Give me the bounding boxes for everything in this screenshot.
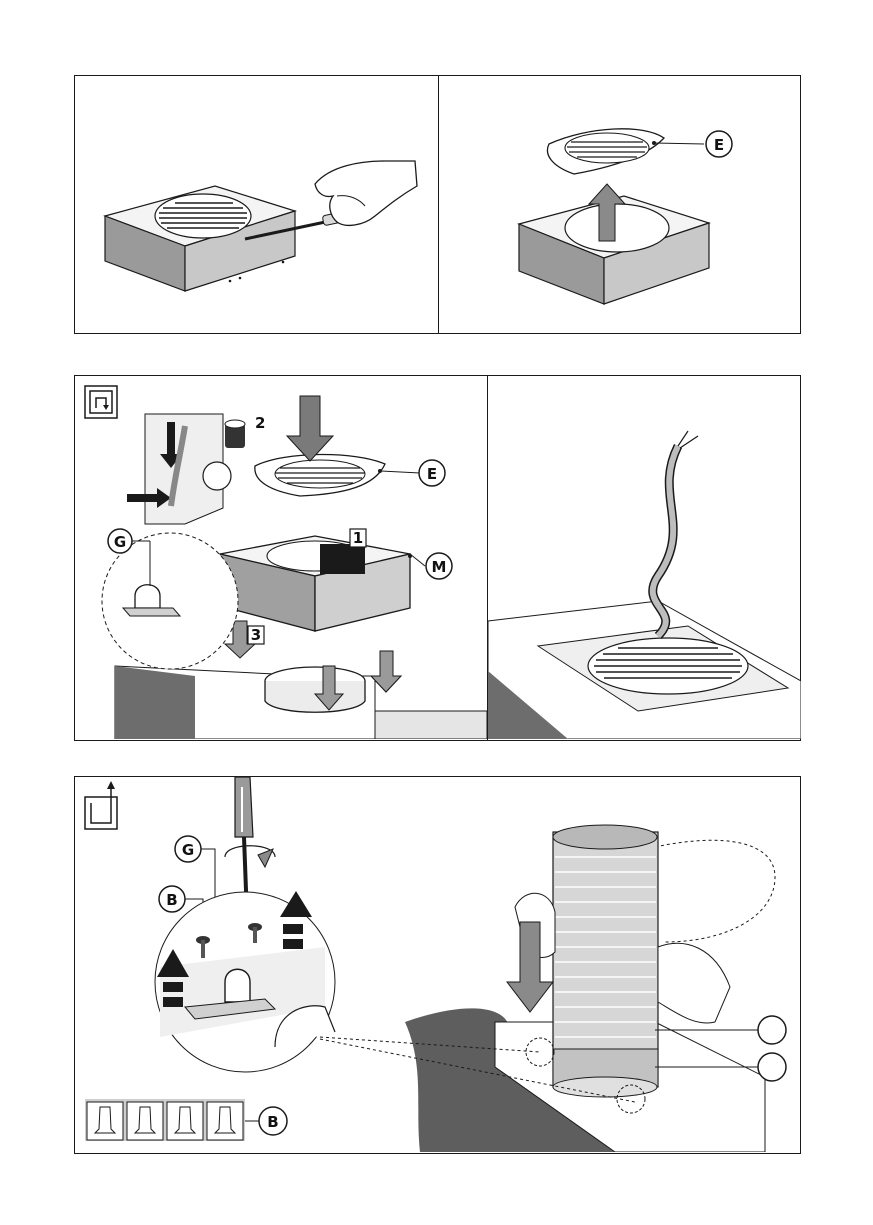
callout-b-kit-label: B xyxy=(267,1113,278,1131)
box-m xyxy=(220,536,425,631)
illustration-lift-grille: E xyxy=(439,76,802,332)
exhaust-mode-icon xyxy=(85,781,117,829)
step-3-label: 3 xyxy=(251,626,261,644)
illustration-mount-grille: 1 M E 3 xyxy=(75,376,487,739)
illustration-grille-installed xyxy=(488,376,801,739)
grille-e xyxy=(255,454,420,496)
panel-exhaust-install: G B xyxy=(74,776,801,1154)
callout-m-label: M xyxy=(432,558,447,576)
callout-e-label: E xyxy=(714,136,724,154)
step-2-label: 2 xyxy=(255,414,265,432)
arrow-down-icon xyxy=(287,396,333,461)
callout-g-label: G xyxy=(182,841,194,859)
callout-b-label: B xyxy=(166,891,177,909)
panel-reflow-install: 1 M E 3 xyxy=(74,375,801,741)
panel-remove-grille: E xyxy=(74,75,801,334)
callout-blank-2 xyxy=(758,1053,786,1081)
callout-e-label: E xyxy=(427,465,437,483)
reflow-mode-icon xyxy=(85,386,117,418)
step-1-label: 1 xyxy=(353,529,363,547)
screw-kit xyxy=(85,1099,245,1141)
illustration-duct-install: G B xyxy=(75,777,799,1152)
illustration-pry-grille xyxy=(75,76,438,332)
callout-g-label: G xyxy=(114,533,126,551)
grille-e xyxy=(547,129,704,174)
cable-clamp xyxy=(225,420,245,448)
callout-blank-1 xyxy=(758,1016,786,1044)
